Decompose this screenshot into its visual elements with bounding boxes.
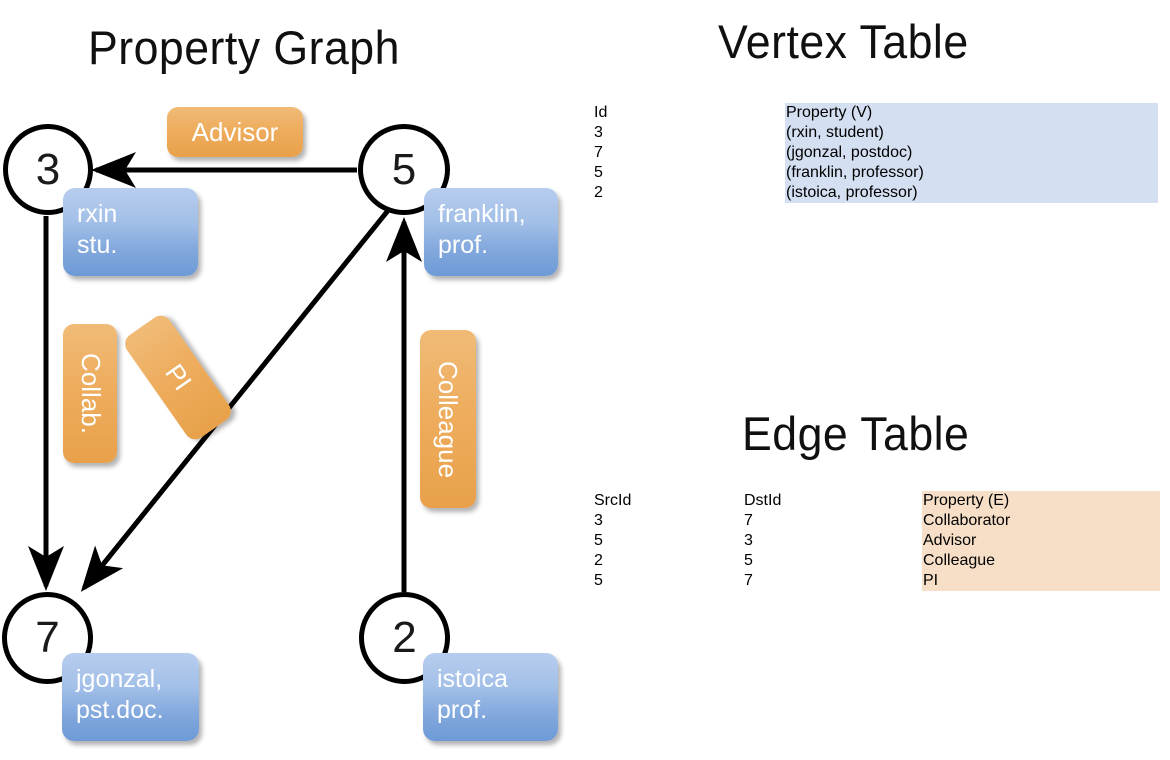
vertex-id-cell: 7 <box>594 144 603 161</box>
table-row: PI <box>922 571 1160 591</box>
vertex-table-id-column: Id 3 7 5 2 <box>593 103 781 203</box>
edge-dst-cell: 7 <box>744 572 753 589</box>
vertex-id-cell: 3 <box>594 124 603 141</box>
table-row: 7 <box>593 143 781 163</box>
vertex-table-col-id: Id <box>594 104 608 121</box>
table-row: Colleague <box>922 551 1160 571</box>
graph-node-2[interactable]: 2 <box>359 592 450 684</box>
table-header-row: Property (E) <box>922 491 1160 511</box>
edge-table-dstid-column: DstId 7 3 5 7 <box>743 491 918 591</box>
vertex-property-box-5: franklin, prof. <box>424 188 558 276</box>
edge-dst-cell: 7 <box>744 512 753 529</box>
edge-label-colleague-text: Colleague <box>433 360 464 478</box>
table-row: 3 <box>743 531 918 551</box>
vertex-table-col-property: Property (V) <box>785 103 1158 123</box>
edge-label-collab: Collab. <box>63 324 117 463</box>
edge-property-cell: Advisor <box>922 531 1160 551</box>
table-row: 5 <box>593 163 781 183</box>
property-graph-diagram: 3 5 7 2 rxin stu. franklin, prof. jgonza… <box>2 107 558 741</box>
table-row: 3 <box>593 511 743 531</box>
edge-line-5-to-7 <box>80 206 392 592</box>
edge-label-pi-text: PI <box>159 358 198 396</box>
edge-table-property-column: Property (E) Collaborator Advisor Collea… <box>922 491 1160 591</box>
edge-label-advisor-text: Advisor <box>191 116 279 147</box>
edge-property-cell: PI <box>922 571 1160 591</box>
edge-src-cell: 5 <box>594 572 603 589</box>
edge-src-cell: 3 <box>594 512 603 529</box>
table-row: 7 <box>743 571 918 591</box>
table-row: 2 <box>593 551 743 571</box>
edge-table-srcid-column: SrcId 3 5 2 5 <box>593 491 743 591</box>
table-header-row: SrcId <box>593 491 743 511</box>
vertex-id-cell: 2 <box>594 184 603 201</box>
vertex-table-property-column: Property (V) (rxin, student) (jgonzal, p… <box>785 103 1158 203</box>
table-row: 2 <box>593 183 781 203</box>
graph-edges-svg <box>27 151 423 592</box>
table-row: 5 <box>593 571 743 591</box>
table-row: (franklin, professor) <box>785 163 1158 183</box>
edge-src-cell: 2 <box>594 552 603 569</box>
vertex-property-cell: (jgonzal, postdoc) <box>785 143 1158 163</box>
vertex-id-cell: 5 <box>594 164 603 181</box>
vertex-property-box-2: istoica prof. <box>423 653 558 741</box>
table-row: 3 <box>593 123 781 143</box>
edge-src-cell: 5 <box>594 532 603 549</box>
edge-label-collab-text: Collab. <box>75 353 106 434</box>
table-row: Advisor <box>922 531 1160 551</box>
edge-property-cell: Collaborator <box>922 511 1160 531</box>
page-title-edge-table: Edge Table <box>742 407 970 460</box>
vertex-property-box-3: rxin stu. <box>63 188 198 276</box>
table-header-row: Property (V) <box>785 103 1158 123</box>
table-row: 5 <box>743 551 918 571</box>
edge-dst-cell: 5 <box>744 552 753 569</box>
page-title-property-graph: Property Graph <box>88 21 400 74</box>
edge-table-col-dstid: DstId <box>744 492 782 509</box>
edge-dst-cell: 3 <box>744 532 753 549</box>
table-header-row: Id <box>593 103 781 123</box>
edge-table-col-srcid: SrcId <box>594 492 632 509</box>
vertex-property-cell: (rxin, student) <box>785 123 1158 143</box>
vertex-property-cell: (istoica, professor) <box>785 183 1158 203</box>
table-row: (rxin, student) <box>785 123 1158 143</box>
table-row: 5 <box>593 531 743 551</box>
vertex-property-box-7: jgonzal, pst.doc. <box>62 653 199 741</box>
table-header-row: DstId <box>743 491 918 511</box>
table-row: Collaborator <box>922 511 1160 531</box>
edge-label-advisor: Advisor <box>167 107 303 157</box>
table-row: 7 <box>743 511 918 531</box>
edge-table-col-property: Property (E) <box>922 491 1160 511</box>
page-title-vertex-table: Vertex Table <box>718 15 969 68</box>
edge-property-cell: Colleague <box>922 551 1160 571</box>
graph-node-5[interactable]: 5 <box>358 124 450 215</box>
edge-label-colleague: Colleague <box>420 330 476 508</box>
table-row: (istoica, professor) <box>785 183 1158 203</box>
table-row: (jgonzal, postdoc) <box>785 143 1158 163</box>
vertex-property-cell: (franklin, professor) <box>785 163 1158 183</box>
